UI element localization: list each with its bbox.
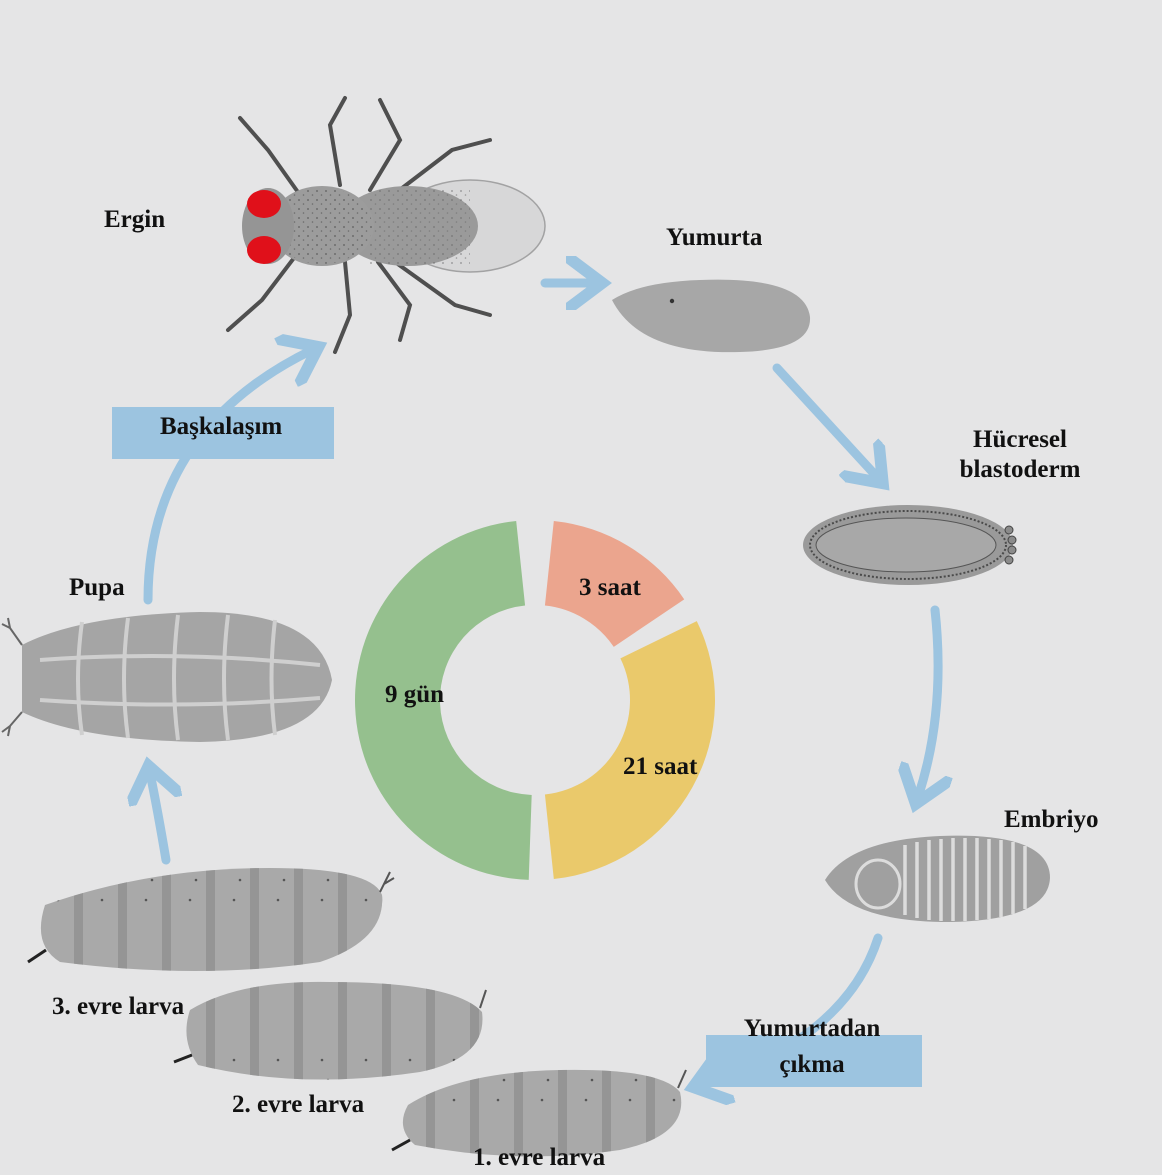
label-hatching: Yumurtadan çıkma: [722, 1014, 902, 1080]
label-larva-2: 2. evre larva: [232, 1090, 364, 1120]
egg-image: [612, 280, 810, 353]
donut-label-3h: 3 saat: [579, 573, 641, 603]
label-pupa: Pupa: [69, 573, 125, 603]
larva-2-image: [174, 982, 486, 1080]
arrow-egg-to-blastoderm: [777, 368, 878, 478]
arrow-blastoderm-to-embryo: [918, 610, 938, 797]
arrow-larva3-to-pupa: [150, 773, 166, 860]
embryo-image: [825, 836, 1050, 922]
label-larva-1: 1. evre larva: [473, 1143, 605, 1173]
adult-fly-image: [228, 98, 545, 352]
label-blastoderm-line1: Hücresel: [955, 425, 1085, 455]
label-metamorphosis: Başkalaşım: [160, 412, 282, 442]
label-blastoderm: Hücresel blastoderm: [955, 425, 1085, 485]
pupa-image: [2, 612, 332, 742]
adult-eye-top: [247, 190, 281, 218]
label-egg: Yumurta: [666, 223, 762, 253]
label-hatching-line2: çıkma: [722, 1050, 902, 1080]
label-adult: Ergin: [104, 205, 165, 235]
label-hatching-line1: Yumurtadan: [722, 1014, 902, 1044]
label-embryo: Embriyo: [1004, 805, 1098, 835]
donut-label-9d: 9 gün: [385, 680, 444, 710]
larva-3-image: [28, 868, 394, 971]
label-larva-3: 3. evre larva: [52, 992, 184, 1022]
donut-segment-21h: [545, 621, 715, 879]
blastoderm-image: [803, 505, 1016, 585]
label-blastoderm-line2: blastoderm: [955, 455, 1085, 485]
arrow-pupa-to-adult: [148, 350, 312, 600]
adult-eye-bottom: [247, 236, 281, 264]
donut-label-21h: 21 saat: [623, 752, 697, 782]
